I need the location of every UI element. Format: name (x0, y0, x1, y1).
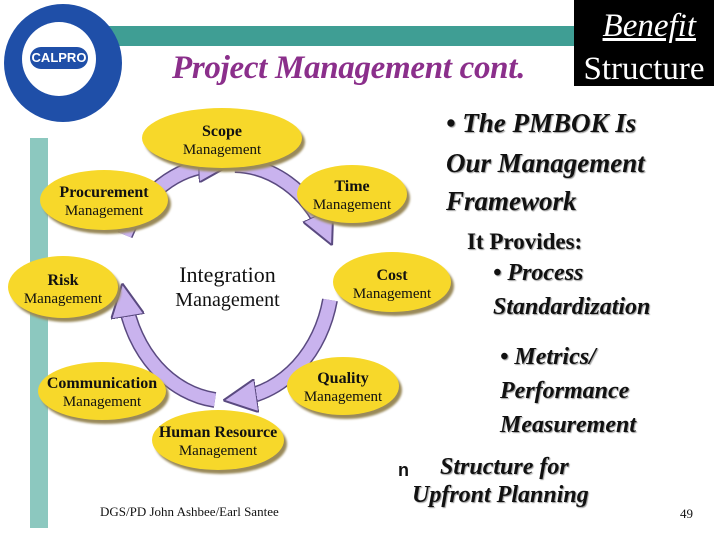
node-quality: Quality Management (287, 357, 399, 415)
process-line-1: • Process (493, 260, 584, 286)
structure-line-2: Upfront Planning (412, 482, 589, 508)
node-cost-sub: Management (352, 286, 432, 302)
node-human-resource: Human Resource Management (152, 410, 284, 470)
node-communication: Communication Management (38, 362, 166, 420)
node-human-resource-sub: Management (178, 443, 258, 459)
left-teal-strip (30, 138, 48, 528)
seal-mark: CALPRO (30, 47, 88, 69)
process-line-2: Standardization (493, 294, 651, 320)
pmbok-line-1: • The PMBOK Is (446, 108, 637, 138)
node-cost-head: Cost (376, 267, 408, 284)
pmbok-line-2: Our Management (446, 148, 645, 178)
node-communication-head: Communication (46, 375, 158, 392)
provides-heading: It Provides: (467, 229, 583, 254)
node-quality-sub: Management (303, 389, 383, 405)
integration-center: Integration Management (160, 262, 295, 312)
node-time-sub: Management (312, 197, 392, 213)
metrics-line-1: • Metrics/ (500, 344, 596, 370)
slide-title: Project Management cont. (172, 50, 526, 86)
metrics-line-2: Performance (500, 378, 630, 404)
node-human-resource-head: Human Resource (158, 424, 278, 441)
node-scope-sub: Management (182, 142, 262, 158)
node-risk-sub: Management (23, 291, 103, 307)
node-time: Time Management (297, 165, 407, 223)
node-time-head: Time (334, 178, 370, 195)
structure-line-1: Structure for (440, 454, 569, 480)
structure-bullet-icon: n (398, 460, 409, 480)
node-communication-sub: Management (62, 394, 142, 410)
node-risk: Risk Management (8, 256, 118, 318)
page-number: 49 (680, 506, 693, 521)
node-scope-head: Scope (202, 123, 242, 140)
integration-title: Integration (179, 262, 276, 287)
node-risk-head: Risk (47, 272, 79, 289)
node-procurement: Procurement Management (40, 170, 168, 230)
node-procurement-sub: Management (64, 203, 144, 219)
benefit-structure-badge (574, 0, 714, 86)
header-teal-bar (60, 26, 580, 46)
node-scope: Scope Management (142, 108, 302, 168)
integration-sub: Management (175, 289, 280, 311)
node-cost: Cost Management (333, 252, 451, 312)
metrics-line-3: Measurement (500, 412, 637, 438)
footer-credit: DGS/PD John Ashbee/Earl Santee (100, 504, 279, 519)
node-procurement-head: Procurement (59, 184, 149, 201)
badge-top-label: Benefit (602, 8, 696, 44)
arrow-hr-to-risk-fill (125, 300, 217, 407)
node-quality-head: Quality (317, 370, 369, 387)
arrow-cost-to-hr-fill (240, 298, 337, 398)
pmbok-line-3: Framework (446, 186, 577, 216)
badge-bottom-label: Structure (583, 51, 705, 87)
